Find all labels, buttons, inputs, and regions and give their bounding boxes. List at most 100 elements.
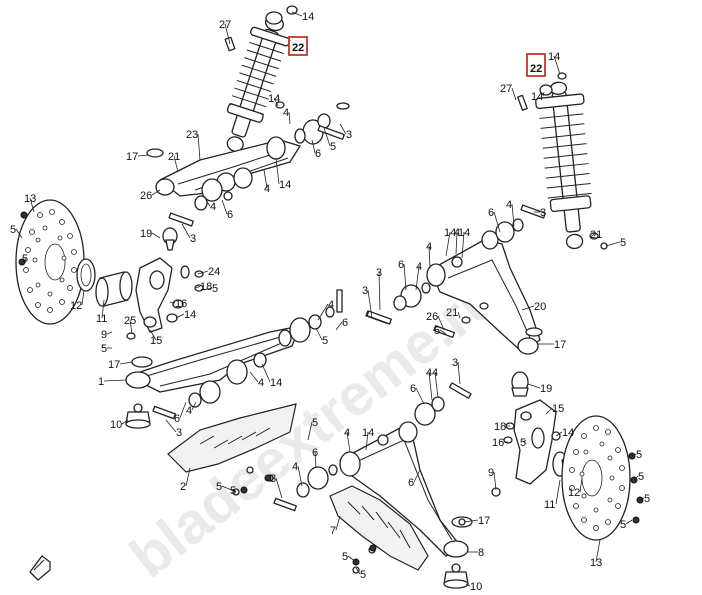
callout-label-14-r1: 14 (548, 51, 560, 63)
callout-label-23-l: 23 (186, 129, 198, 141)
leader-line-16-l (169, 301, 176, 304)
leader-line-4-l6 (191, 401, 197, 411)
callout-label-5-r3: 5 (312, 417, 318, 429)
callout-label-4-r1: 4 (506, 199, 512, 211)
leader-line-3-r2 (378, 271, 381, 311)
callout-label-18-r: 18 (494, 421, 506, 433)
leader-line-3-r4 (457, 361, 461, 385)
leader-line-6-r3 (415, 387, 425, 405)
left-lower-a-arm (125, 289, 390, 429)
callout-label-26-l: 26 (140, 190, 152, 202)
leader-line-15-l (149, 329, 157, 341)
leader-line-5-r3 (307, 421, 313, 441)
leader-line-14-l2 (273, 97, 279, 107)
leader-line-4-l5 (249, 371, 259, 383)
leader-line-17-r2 (463, 519, 479, 523)
leader-line-5-l6 (315, 327, 323, 341)
leader-line-4-l3 (205, 199, 211, 207)
callout-label-12-r: 12 (568, 487, 580, 499)
leader-line-2-l (185, 467, 191, 487)
leader-line-4-r2 (455, 231, 458, 255)
callout-label-14-l5: 14 (270, 377, 282, 389)
right-upper-a-arm (366, 204, 546, 355)
callout-label-5-r8: 5 (620, 519, 626, 531)
callout-label-14-l4: 14 (184, 309, 196, 321)
leader-line-26-r (437, 315, 445, 331)
callout-label-3-r2: 3 (376, 267, 382, 279)
callout-label-6-l3: 6 (342, 317, 348, 329)
callout-label-15-r: 15 (552, 403, 564, 415)
highlight-boxes (288, 36, 546, 77)
callout-label-21-r2: 21 (446, 307, 458, 319)
leader-line-5-r6 (633, 475, 639, 481)
leader-line-10-r (465, 583, 471, 587)
callout-label-5-r4: 5 (520, 437, 526, 449)
callout-label-5-r1: 5 (620, 237, 626, 249)
callout-label-4-l5: 4 (258, 377, 264, 389)
callout-label-14-r2: 14 (531, 91, 543, 103)
callout-label-5-l7: 5 (216, 481, 222, 493)
leader-line-5-l1 (323, 127, 331, 147)
leader-line-21-r1 (593, 233, 597, 237)
leader-line-4-r7 (346, 431, 351, 453)
callout-label-6-r5: 6 (408, 477, 414, 489)
callout-label-5-r6: 5 (638, 471, 644, 483)
callout-label-4-r3: 4 (426, 241, 432, 253)
right-lower-a-arm (273, 382, 473, 589)
callout-label-4-r5: 4 (432, 367, 438, 379)
leader-line-5-r5 (631, 453, 637, 457)
highlight-box-22-right (526, 53, 546, 77)
leader-line-5-r1 (605, 241, 621, 247)
leader-line-14-l4 (175, 313, 185, 319)
left-brake-disc (15, 199, 133, 325)
callout-label-14-r6: 14 (562, 427, 574, 439)
right-shock-absorber (517, 72, 608, 250)
callout-label-27-l: 27 (219, 19, 231, 31)
leader-line-4-l1 (288, 111, 291, 125)
callout-label-6-l1: 6 (315, 148, 321, 160)
leader-line-26-l (151, 189, 161, 196)
callout-label-10-r: 10 (470, 581, 482, 593)
leader-line-21-r2 (457, 311, 461, 319)
leader-line-5-r4 (522, 439, 527, 443)
callout-label-14-r3: 14 (444, 227, 456, 239)
leader-line-5-l2 (15, 228, 23, 239)
right-brake-disc (561, 415, 631, 541)
callout-label-4-l6: 4 (186, 405, 192, 417)
callout-label-5-r5: 5 (636, 449, 642, 461)
leader-line-3-l2 (181, 223, 191, 239)
callout-label-4-r2: 4 (454, 227, 460, 239)
callout-label-6-r2: 6 (398, 259, 404, 271)
leader-line-5-r10 (355, 567, 361, 575)
callout-label-6-l4: 6 (174, 413, 180, 425)
leader-line-4-r1 (511, 203, 515, 227)
leader-line-24-l (197, 270, 209, 275)
callout-label-3-r3: 3 (362, 285, 368, 297)
leader-line-1-l (103, 379, 127, 382)
callout-label-26-r: 26 (426, 311, 438, 323)
callout-label-3-l3: 3 (176, 427, 182, 439)
callout-label-8-r: 8 (478, 547, 484, 559)
leader-line-13-r (595, 539, 601, 563)
callout-label-22-right: 22 (530, 63, 542, 75)
callout-label-5-l3: 5 (22, 253, 28, 265)
left-shock-absorber (224, 5, 298, 152)
left-upper-a-arm (146, 102, 350, 227)
callout-label-14-l3: 14 (279, 179, 291, 191)
leader-line-3-r3 (367, 289, 373, 319)
leader-line-23-l (197, 133, 201, 161)
front-direction-arrow-icon (29, 555, 51, 581)
leader-line-3-l3 (165, 419, 177, 433)
callout-label-1-l: 1 (98, 376, 104, 388)
callout-label-13-l: 13 (24, 193, 36, 205)
leader-line-11-r (555, 479, 561, 505)
callout-label-16-r: 16 (492, 437, 504, 449)
callout-label-7-r: 7 (330, 525, 336, 537)
callout-label-5-r11: 5 (230, 485, 236, 497)
callout-label-3-l1: 3 (346, 129, 352, 141)
leader-line-6-r5 (413, 469, 421, 483)
leader-line-14-l3 (275, 157, 280, 185)
callout-label-11-r: 11 (544, 499, 555, 511)
